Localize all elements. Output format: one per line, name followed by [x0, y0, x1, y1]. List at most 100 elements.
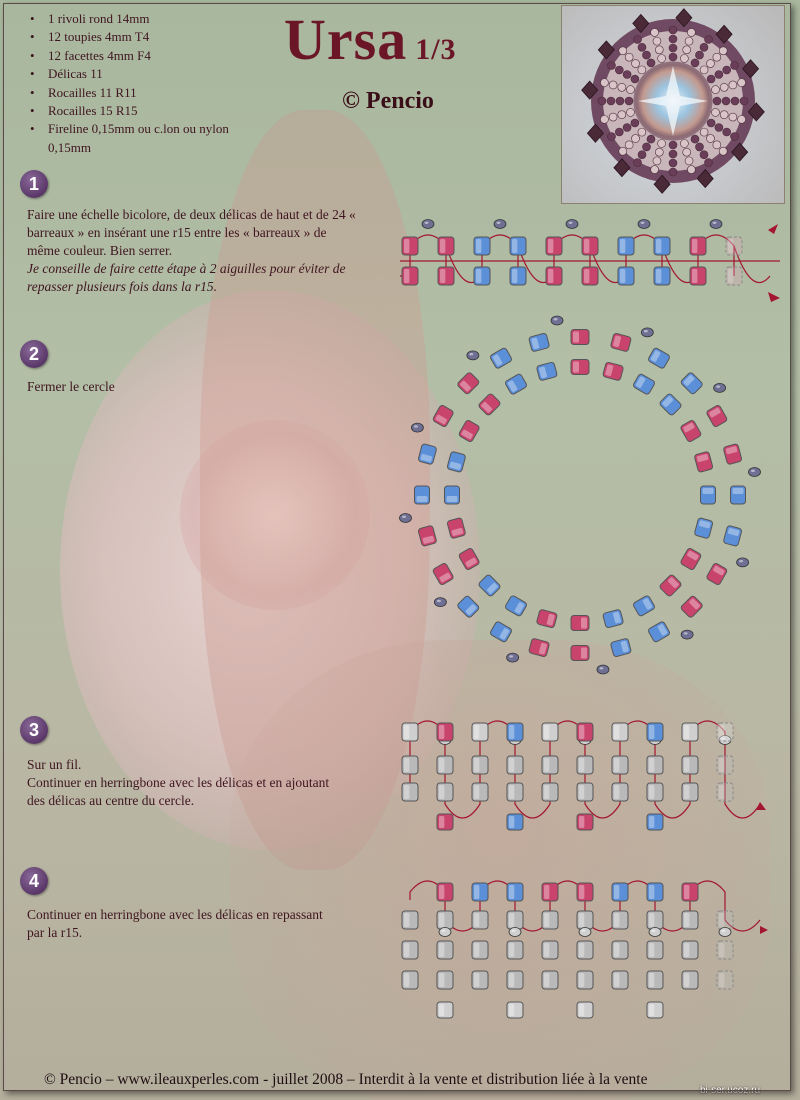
r15-highlight [750, 469, 755, 473]
photo-bead [706, 118, 716, 128]
photo-bead [624, 140, 634, 150]
photo-bead [712, 96, 722, 106]
delica-highlight [692, 269, 698, 283]
photo-bead [680, 139, 689, 148]
delica-highlight [512, 269, 518, 283]
delica-bead [478, 393, 501, 416]
r15-highlight [509, 655, 514, 658]
delica-bead [646, 970, 664, 990]
delica-highlight [696, 454, 709, 462]
photo-bead [699, 65, 709, 75]
delica-highlight [439, 943, 445, 957]
background-finger [200, 110, 430, 870]
delica-highlight [614, 885, 620, 899]
delica-bead [490, 347, 512, 369]
delica-highlight [509, 973, 515, 987]
delica-group [505, 373, 527, 395]
photo-bead [680, 54, 689, 63]
photo-bead [690, 58, 700, 68]
delica-bead [681, 882, 699, 902]
photo-bead [622, 123, 632, 132]
delica-highlight [486, 582, 498, 594]
delica-bead [506, 755, 524, 775]
r15-highlight [721, 737, 726, 740]
photo-bead [684, 156, 694, 166]
delica-group [723, 443, 743, 465]
step-2-badge: 2 [20, 340, 48, 368]
r15-bead [578, 927, 592, 937]
delica-highlight [649, 816, 655, 828]
delica-bead [414, 485, 430, 505]
delica-highlight [684, 913, 690, 927]
photo-bead [687, 28, 696, 37]
delica-group [446, 517, 466, 539]
delica-highlight [650, 350, 661, 362]
delica-bead [576, 1001, 594, 1019]
delica-bead [570, 329, 590, 345]
delica-highlight [620, 269, 626, 283]
photo-bead [719, 82, 729, 92]
delica-highlight [460, 380, 471, 392]
photo-bead [607, 132, 616, 141]
delica-highlight [439, 572, 451, 583]
delica-highlight [439, 913, 445, 927]
r15-bead [565, 219, 579, 229]
delica-bead [401, 782, 419, 802]
delica-bead [716, 755, 734, 775]
delica-bead [689, 266, 707, 286]
delica-group [570, 329, 590, 345]
delica-highlight [512, 239, 518, 253]
r15-bead [550, 315, 564, 326]
delica-bead [576, 722, 594, 742]
delica-highlight [548, 269, 554, 283]
delica-highlight [725, 446, 738, 455]
delica-bead [436, 755, 454, 775]
delica-group [458, 420, 480, 442]
delica-bead [706, 563, 728, 585]
delica-highlight [683, 375, 695, 386]
step-4-badge: 4 [20, 867, 48, 895]
delica-bead [545, 266, 563, 286]
photo-bead [597, 96, 607, 106]
r15-highlight [643, 329, 648, 333]
delica-bead [401, 236, 419, 256]
delica-group [478, 393, 501, 416]
delica-bead [648, 621, 670, 643]
delica-highlight [579, 816, 585, 828]
r15-highlight [712, 221, 717, 224]
title-text: Ursa [284, 7, 408, 72]
photo-crystal [597, 40, 615, 60]
delica-highlight [579, 943, 585, 957]
photo-bead [668, 34, 678, 44]
photo-bead [730, 96, 740, 106]
photo-crystal [653, 174, 671, 194]
delica-highlight [474, 758, 480, 772]
delica-bead [471, 910, 489, 930]
delica-bead [576, 782, 594, 802]
delica-highlight [404, 973, 410, 987]
delica-bead [506, 813, 524, 831]
r15-highlight [721, 929, 726, 932]
delica-bead [680, 595, 703, 618]
delica-bead [725, 266, 743, 286]
r15-highlight [511, 929, 516, 932]
delica-highlight [440, 239, 446, 253]
delica-group [680, 372, 703, 395]
delica-bead [478, 574, 501, 597]
delica-highlight [614, 943, 620, 957]
delica-bead [490, 621, 512, 643]
delica-highlight [605, 364, 614, 377]
r15-highlight [581, 929, 586, 932]
photo-bead [682, 147, 692, 157]
photo-bead [607, 61, 616, 70]
delica-highlight [509, 758, 515, 772]
delica-highlight [509, 943, 515, 957]
photo-crystal [613, 158, 631, 178]
r15-bead [736, 557, 750, 568]
delica-bead [457, 595, 480, 618]
photo-crystal [675, 8, 693, 28]
photo-bead [615, 96, 625, 106]
photo-bead [668, 25, 678, 35]
